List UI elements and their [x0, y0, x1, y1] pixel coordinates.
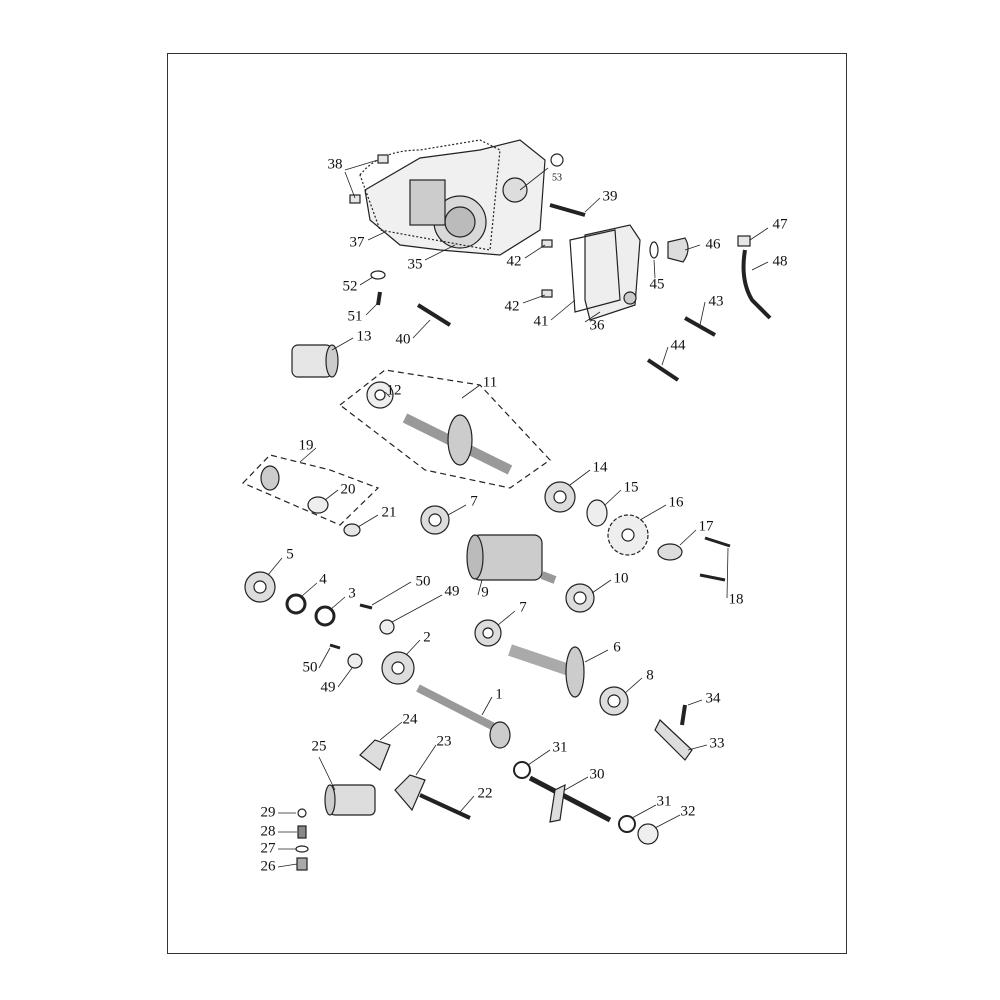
- callout-7: 7: [470, 493, 478, 510]
- callout-33: 33: [709, 735, 725, 752]
- fitting-part: [737, 235, 751, 247]
- callout-50: 50: [302, 659, 318, 676]
- shift-fork-part: [394, 774, 426, 812]
- callout-15: 15: [623, 479, 639, 496]
- callout-31: 31: [552, 739, 568, 756]
- callout-48: 48: [772, 253, 788, 270]
- callout-17: 17: [698, 518, 714, 535]
- callout-51: 51: [347, 308, 363, 325]
- callout-24: 24: [402, 711, 418, 728]
- callout-44: 44: [670, 337, 686, 354]
- callout-46: 46: [705, 236, 721, 253]
- callout-32: 32: [680, 803, 696, 820]
- callout-20: 20: [340, 481, 356, 498]
- cap-part: [667, 237, 689, 263]
- callout-42: 42: [506, 253, 522, 270]
- callout-42: 42: [504, 298, 520, 315]
- callout-6: 6: [613, 639, 621, 656]
- callout-50: 50: [415, 573, 431, 590]
- callout-41: 41: [533, 313, 549, 330]
- diagram-frame: [167, 53, 847, 954]
- gear-cluster-part: [466, 534, 557, 584]
- shift-fork-part: [359, 739, 391, 771]
- callout-30: 30: [589, 766, 605, 783]
- callout-29: 29: [260, 804, 276, 821]
- callout-14: 14: [592, 459, 608, 476]
- countershaft-part: [508, 644, 585, 698]
- callout-25: 25: [311, 738, 327, 755]
- callout-52: 52: [342, 278, 358, 295]
- fork-rod-part: [419, 793, 471, 820]
- side-cover-gasket-part: [569, 229, 621, 313]
- hose-part: [741, 249, 772, 320]
- main-shaft-part: [416, 684, 511, 749]
- callout-39: 39: [602, 188, 618, 205]
- callout-22: 22: [477, 785, 493, 802]
- crankcase-cover-part: [364, 139, 546, 256]
- dowel-pin-part: [377, 154, 389, 164]
- callout-34: 34: [705, 690, 721, 707]
- callout-40: 40: [395, 331, 411, 348]
- callout-2: 2: [423, 629, 431, 646]
- callout-1: 1: [495, 686, 503, 703]
- callout-13: 13: [356, 328, 372, 345]
- callout-31: 31: [656, 793, 672, 810]
- callout-43: 43: [708, 293, 724, 310]
- shaft-part: [402, 413, 513, 475]
- callout-37: 37: [349, 234, 365, 251]
- bolt-part: [549, 203, 586, 217]
- callout-38: 38: [327, 156, 343, 173]
- callout-10: 10: [613, 570, 629, 587]
- callout-26: 26: [260, 858, 276, 875]
- callout-9: 9: [481, 584, 489, 601]
- callout-21: 21: [381, 504, 397, 521]
- bushing-part: [291, 344, 339, 378]
- callout-16: 16: [668, 494, 684, 511]
- callout-45: 45: [649, 276, 665, 293]
- callout-35: 35: [407, 256, 423, 273]
- dowel-pin-part: [349, 194, 361, 204]
- callout-49: 49: [320, 679, 336, 696]
- oil-seal-part: [550, 153, 564, 167]
- callout-5: 5: [286, 546, 294, 563]
- callout-28: 28: [260, 823, 276, 840]
- callout-11: 11: [482, 374, 498, 391]
- assembly-group-outline: [339, 369, 551, 489]
- callout-27: 27: [260, 840, 276, 857]
- shift-arm-part: [654, 719, 693, 761]
- callout-23: 23: [436, 733, 452, 750]
- callout-53: 53: [552, 172, 562, 184]
- shift-shaft-part: [528, 775, 612, 823]
- callout-36: 36: [589, 317, 605, 334]
- callout-47: 47: [772, 216, 788, 233]
- callout-4: 4: [319, 571, 327, 588]
- callout-7: 7: [519, 599, 527, 616]
- assembly-group-outline: [241, 454, 380, 526]
- washer-part: [649, 241, 659, 259]
- shift-drum-part: [324, 784, 376, 816]
- callout-49: 49: [444, 583, 460, 600]
- callout-19: 19: [298, 437, 314, 454]
- side-cover-part: [584, 224, 641, 321]
- callout-18: 18: [728, 591, 744, 608]
- callout-12: 12: [386, 382, 402, 399]
- callout-3: 3: [348, 585, 356, 602]
- callout-8: 8: [646, 667, 654, 684]
